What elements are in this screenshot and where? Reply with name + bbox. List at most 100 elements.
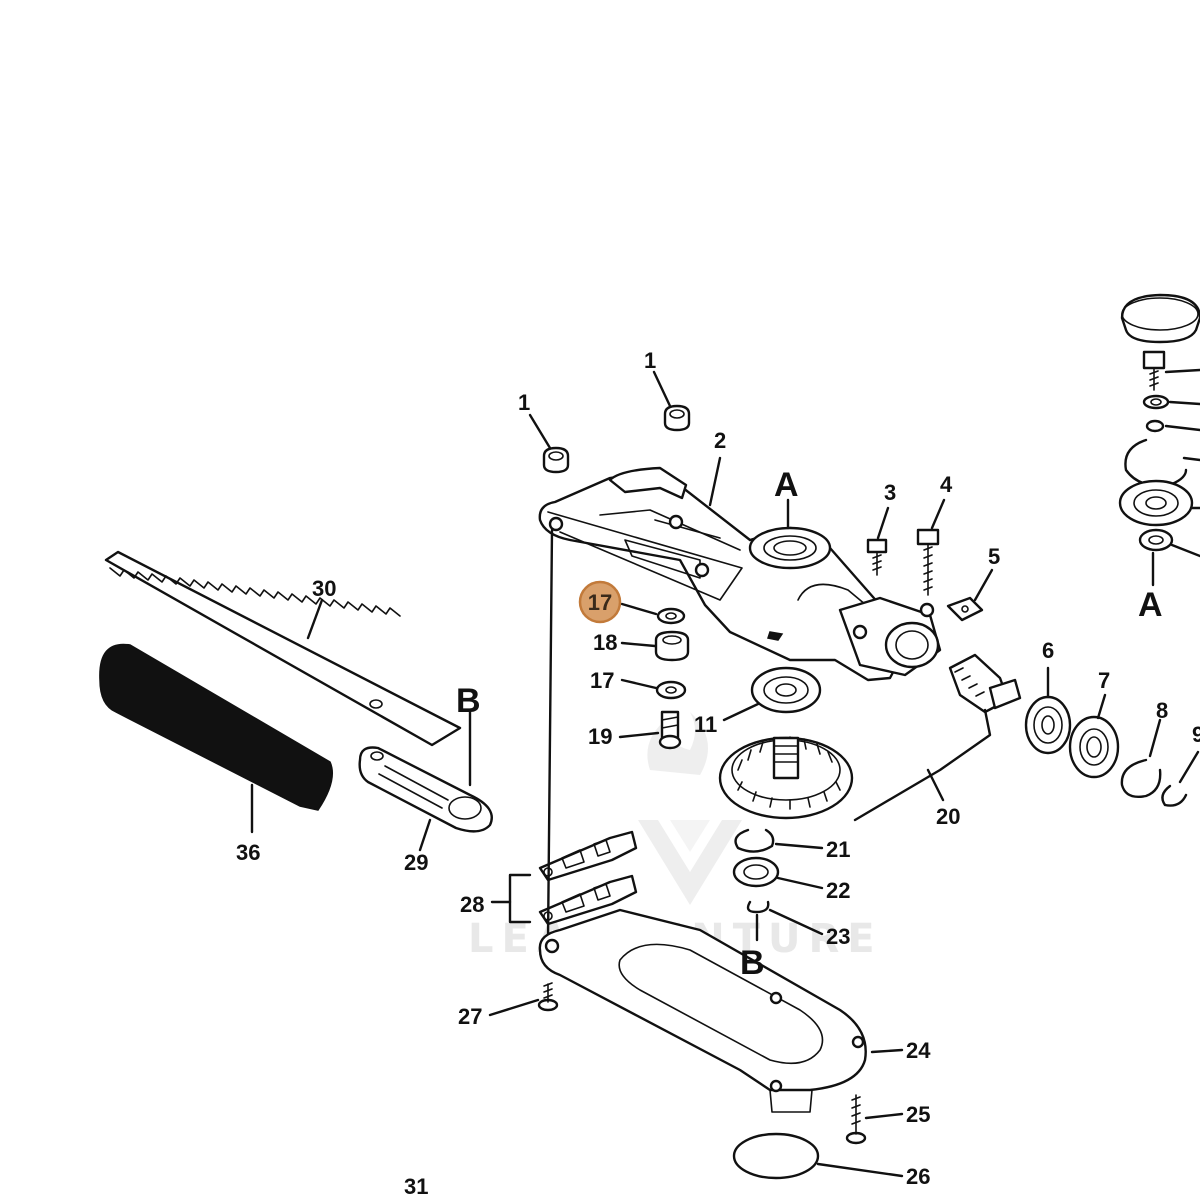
callout-28: 28 <box>460 892 484 917</box>
callout-7: 7 <box>1098 668 1110 693</box>
leader-26 <box>816 1162 904 1178</box>
leader-29 <box>418 818 432 852</box>
bushing-18 <box>654 630 690 662</box>
leader-right-2 <box>1168 400 1200 406</box>
bearing-right <box>1118 479 1194 527</box>
callout-1-left: 1 <box>518 390 530 415</box>
grip-sleeve <box>99 643 333 811</box>
leader-9 <box>1178 750 1200 784</box>
nut-top <box>663 404 691 432</box>
callout-22: 22 <box>826 878 850 903</box>
callout-29: 29 <box>404 850 428 875</box>
screw-27 <box>537 982 559 1012</box>
snapring-right <box>1124 438 1188 487</box>
leader-24 <box>870 1048 904 1054</box>
leader-right-3 <box>1164 424 1200 432</box>
bearing-7 <box>1068 715 1120 779</box>
leader-2 <box>708 456 722 507</box>
clip-right <box>1142 394 1170 410</box>
screw-25 <box>845 1094 867 1145</box>
leader-17-lower <box>620 678 658 690</box>
leader-20-label <box>926 768 945 802</box>
callout-31: 31 <box>404 1174 428 1199</box>
pinion-gear <box>948 653 1022 714</box>
saw-blade <box>104 550 462 747</box>
callout-6: 6 <box>1042 638 1054 663</box>
leader-17-upper <box>620 602 658 616</box>
circlip-8 <box>1120 758 1162 799</box>
callout-26: 26 <box>906 1164 930 1189</box>
leader-11 <box>722 702 760 722</box>
leader-right-1 <box>1164 368 1200 374</box>
washer-17-lower <box>655 680 687 700</box>
highlight-badge-17[interactable]: 17 <box>578 580 622 624</box>
watermark-logo <box>638 712 742 905</box>
section-marker-b-left: B <box>456 682 481 720</box>
large-gear <box>718 736 854 820</box>
leader-21 <box>774 842 824 850</box>
leader-18 <box>620 641 657 648</box>
gear-housing <box>538 466 942 682</box>
callout-23: 23 <box>826 924 850 949</box>
section-marker-b-bottom: B <box>740 944 765 982</box>
callout-17: 17 <box>590 668 614 693</box>
leader-22 <box>776 876 824 890</box>
callout-9: 9 <box>1192 722 1200 747</box>
circlip-9 <box>1161 784 1188 807</box>
leader-8 <box>1148 718 1162 758</box>
leader-right-4 <box>1182 456 1200 462</box>
snapring-21 <box>734 828 775 853</box>
callout-25: 25 <box>906 1102 930 1127</box>
callout-11: 11 <box>694 712 717 737</box>
bolt-right <box>1142 350 1166 391</box>
callout-18: 18 <box>593 630 617 655</box>
callout-36: 36 <box>236 840 260 865</box>
leader-1-top <box>652 370 672 408</box>
leader-25 <box>864 1112 904 1120</box>
bearing-6 <box>1024 695 1072 755</box>
callout-19: 19 <box>588 724 612 749</box>
section-marker-a-top: A <box>774 466 799 504</box>
callout-3: 3 <box>884 480 896 505</box>
leader-19 <box>618 731 660 739</box>
callout-5: 5 <box>988 544 1000 569</box>
link-arm <box>358 746 493 833</box>
callout-21: 21 <box>826 837 850 862</box>
callout-27: 27 <box>458 1004 482 1029</box>
callout-30: 30 <box>312 576 336 601</box>
section-marker-a-right: A <box>1138 586 1163 624</box>
leader-5 <box>973 568 994 602</box>
screw-4 <box>916 528 940 596</box>
disc-26 <box>732 1132 820 1180</box>
leader-20 <box>853 708 992 822</box>
washer-17-upper <box>656 607 686 625</box>
callout-4: 4 <box>940 472 953 497</box>
washer-right <box>1145 419 1165 433</box>
nut-left <box>542 446 570 474</box>
leader-30 <box>306 598 324 640</box>
callout-17-highlighted: 17 <box>588 590 612 615</box>
plate-5 <box>946 596 984 622</box>
lower-cover <box>538 908 867 1113</box>
bearing-22 <box>732 856 780 888</box>
leader-1-left <box>528 413 552 450</box>
alignment-line-left <box>546 528 554 942</box>
bushing-right <box>1138 528 1174 552</box>
callout-20: 20 <box>936 804 960 829</box>
callout-8: 8 <box>1156 698 1168 723</box>
screw-3 <box>866 538 888 576</box>
bearing-11 <box>750 666 822 714</box>
clip-23 <box>746 900 770 914</box>
leader-7 <box>1096 693 1107 720</box>
cap-top-right <box>1120 293 1200 344</box>
leader-right-6 <box>1170 543 1200 558</box>
bolt-19 <box>658 710 682 750</box>
callout-2: 2 <box>714 428 726 453</box>
callout-24: 24 <box>906 1038 931 1063</box>
leader-3 <box>876 506 890 540</box>
highlight-circle <box>578 580 622 624</box>
leader-28 <box>508 873 532 924</box>
leader-4 <box>930 498 946 530</box>
